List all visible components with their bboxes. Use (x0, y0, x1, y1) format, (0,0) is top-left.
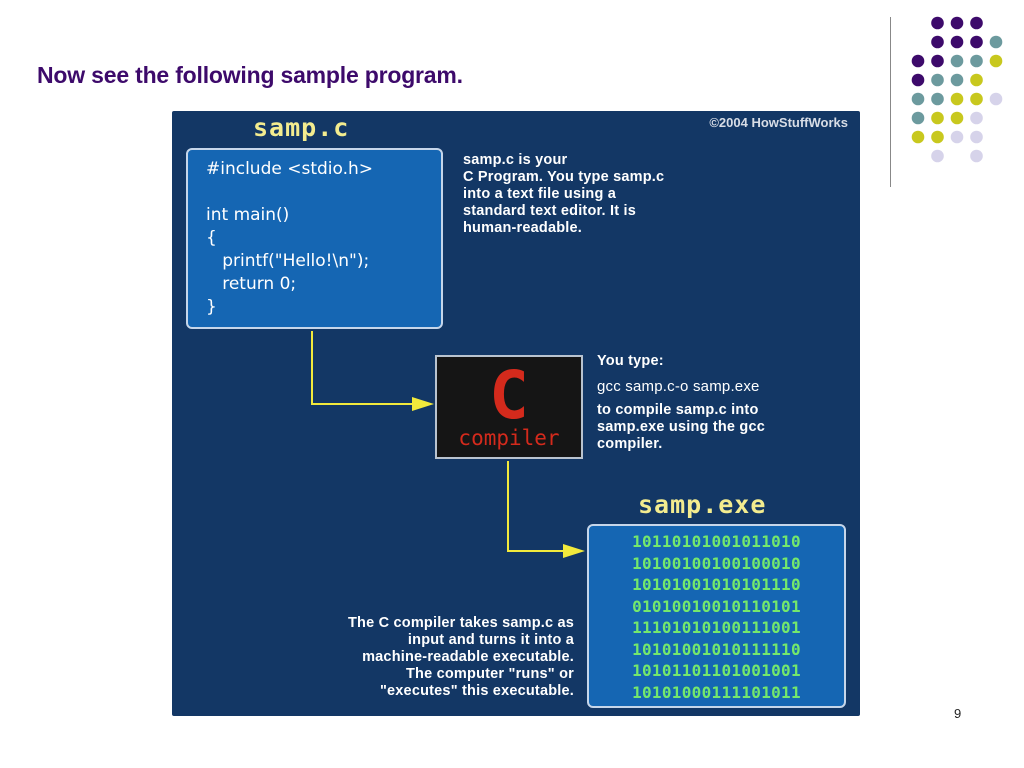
source-file-title: samp.c (253, 113, 350, 142)
decorative-dot (989, 54, 1003, 68)
arrow-source-to-compiler (311, 331, 417, 405)
compile-diagram: samp.c ©2004 HowStuffWorks #include <std… (172, 111, 860, 716)
decorative-dot (911, 73, 925, 87)
decorative-dot (931, 16, 944, 30)
executable-binary-box: 10110101001011010 10100100100100010 1010… (587, 524, 846, 708)
arrow-compiler-to-exe (507, 461, 567, 552)
decorative-dot (911, 54, 925, 68)
compile-description-line: samp.exe using the gcc (597, 419, 765, 435)
summary-line: machine-readable executable. (362, 649, 574, 665)
decorative-dot (989, 35, 1003, 49)
binary-line: 10110101001011010 (632, 532, 801, 551)
decorative-dot (970, 130, 983, 144)
decorative-dot (950, 35, 964, 49)
decorative-dot (970, 149, 983, 163)
source-code: #include <stdio.h> int main() { printf("… (206, 159, 374, 317)
decorative-dot (950, 111, 964, 125)
page-number: 9 (954, 706, 962, 721)
decorative-dot (931, 73, 944, 87)
flow-arrows (311, 331, 585, 558)
source-description-line: C Program. You type samp.c (463, 169, 665, 185)
decorative-dot (950, 16, 964, 30)
compiler-summary: The C compiler takes samp.c as input and… (244, 615, 574, 700)
decorative-dot (950, 92, 964, 106)
compiler-box: C compiler (435, 355, 583, 459)
decorative-dot (911, 92, 925, 106)
slide-title: Now see the following sample program. (37, 62, 463, 88)
summary-line: "executes" this executable. (379, 683, 574, 699)
decorative-dot (970, 16, 983, 30)
decorative-dot (970, 35, 983, 49)
decorative-dot (970, 73, 983, 87)
binary-line: 11101010100111001 (632, 618, 801, 637)
binary-line: 01010010010110101 (632, 596, 801, 616)
arrowhead-exe (563, 544, 585, 558)
decorative-dot (931, 92, 944, 106)
decorative-dot (970, 54, 983, 68)
compile-description-line: compiler. (597, 436, 663, 452)
compile-command: gcc samp.c-o samp.exe (597, 378, 760, 395)
compiler-word: compiler (458, 426, 560, 450)
compile-description-line: to compile samp.c into (597, 402, 759, 418)
decorative-dot (931, 54, 944, 68)
decorative-dot (931, 130, 944, 144)
decorative-dot (970, 111, 983, 125)
decorative-dot (931, 149, 944, 163)
source-description-line: human-readable. (463, 220, 583, 236)
summary-line: The computer "runs" or (406, 666, 574, 682)
decorative-dot (911, 130, 925, 144)
arrowhead-compiler (412, 397, 434, 411)
decorative-dot (950, 54, 964, 68)
source-description-line: standard text editor. It is (463, 203, 636, 219)
decorative-dot (950, 130, 964, 144)
binary-line: 10101001010111110 (632, 639, 801, 659)
source-description-line: samp.c is your (463, 152, 568, 168)
compile-heading: You type: (597, 353, 664, 369)
summary-line: input and turns it into a (407, 632, 574, 648)
source-description: samp.c is your C Program. You type samp.… (463, 152, 763, 237)
compile-instructions: You type: gcc samp.c-o samp.exe to compi… (597, 353, 847, 453)
summary-line: The C compiler takes samp.c as (347, 615, 574, 631)
decorative-dot (931, 35, 944, 49)
executable-title: samp.exe (638, 490, 767, 519)
decorative-dot (931, 111, 944, 125)
binary-line: 10101000111101011 (632, 682, 801, 702)
binary-line: 10101101101001001 (632, 661, 801, 680)
decorative-dot (950, 73, 964, 87)
binary-line: 10101001010101110 (632, 575, 801, 594)
copyright-notice: ©2004 HowStuffWorks (709, 115, 848, 130)
binary-line: 10100100100100010 (632, 553, 801, 573)
decorative-dot (970, 92, 983, 106)
decorative-dot (911, 111, 925, 125)
divider-line (890, 17, 891, 187)
source-code-box: #include <stdio.h> int main() { printf("… (186, 148, 443, 329)
decorative-dot (989, 92, 1003, 106)
source-description-line: into a text file using a (463, 186, 617, 202)
compiler-letter: C (489, 357, 529, 434)
